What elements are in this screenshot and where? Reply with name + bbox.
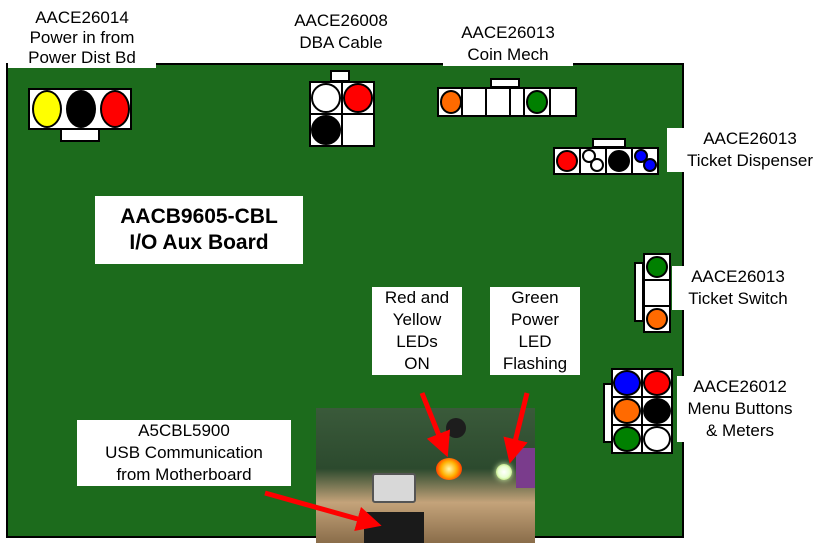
label-green-power-led: Green Power LED Flashing — [490, 287, 580, 375]
power-connector-latch — [60, 128, 100, 142]
coin-pin-orange — [440, 90, 462, 114]
ticket-dispenser-pin-red — [556, 150, 578, 172]
label-menu-buttons: AACE26012 Menu Buttons & Meters — [677, 376, 803, 442]
ticket-switch-pin-orange — [646, 308, 668, 330]
dba-pin-red — [343, 83, 373, 113]
coin-cell-3 — [485, 87, 511, 117]
black-component — [446, 418, 466, 438]
dba-pin-black — [311, 115, 341, 145]
coin-cell-2 — [461, 87, 487, 117]
power-pin-red — [100, 90, 130, 128]
dba-pin-white — [311, 83, 341, 113]
dba-cell-4 — [341, 113, 375, 147]
board-title-line2: I/O Aux Board — [129, 231, 269, 254]
usb-cable-plug — [364, 512, 424, 543]
ticket-dispenser-pin-blue-b — [643, 158, 657, 172]
label-dba-cable: AACE26008 DBA Cable — [281, 10, 401, 54]
menu-pin-blue — [613, 370, 641, 396]
label-ticket-switch: AACE26013 Ticket Switch — [672, 266, 804, 310]
label-coin-mech: AACE26013 Coin Mech — [443, 22, 573, 66]
menu-pin-red — [643, 370, 671, 396]
menu-pin-white — [643, 426, 671, 452]
menu-pin-green — [613, 426, 641, 452]
usb-port — [372, 473, 416, 503]
menu-pin-black — [643, 398, 671, 424]
green-power-led — [496, 464, 512, 480]
label-usb-communication: A5CBL5900 USB Communication from Motherb… — [77, 420, 291, 486]
label-red-yellow-leds: Red and Yellow LEDs ON — [372, 287, 462, 375]
coin-pin-green — [526, 90, 548, 114]
label-ticket-dispenser: AACE26013 Ticket Dispenser — [667, 128, 833, 172]
red-yellow-led-glow — [436, 458, 462, 480]
label-power-connector: AACE26014 Power in from Power Dist Bd — [8, 8, 156, 68]
coin-cell-6 — [549, 87, 577, 117]
board-title-line1: AACB9605-CBL — [120, 205, 278, 228]
purple-board-edge — [516, 448, 535, 488]
ticket-dispenser-pin-black — [608, 150, 630, 172]
ticket-switch-pin-green — [646, 256, 668, 278]
menu-pin-orange — [613, 398, 641, 424]
power-pin-black — [66, 90, 96, 128]
board-closeup-photo — [316, 408, 535, 543]
power-pin-yellow — [32, 90, 62, 128]
ticket-switch-cell-2 — [643, 279, 671, 307]
board-title: AACB9605-CBL I/O Aux Board — [95, 196, 303, 264]
ticket-dispenser-pin-white-b — [590, 158, 604, 172]
